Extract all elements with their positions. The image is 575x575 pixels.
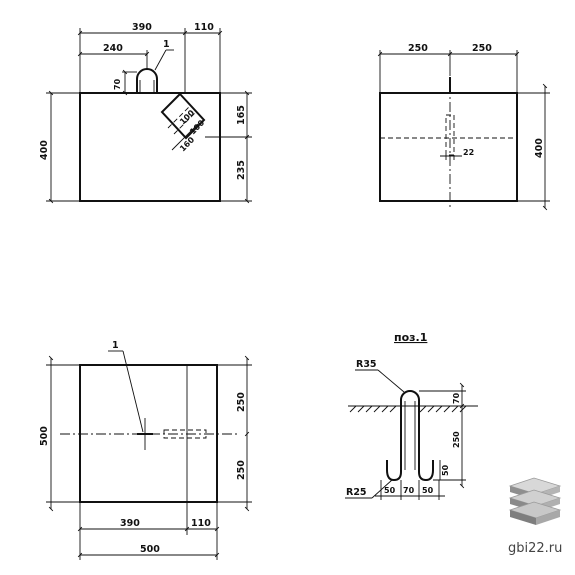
loop-bar: [400, 390, 420, 472]
view-top-right: 22 250 250 400: [377, 43, 550, 211]
block-outline: [79, 92, 221, 202]
dim-250-upper: 250: [236, 392, 247, 412]
block-outline: [379, 92, 518, 202]
hook-left: [386, 460, 402, 482]
dim-240: 240: [103, 43, 123, 54]
dim-70-loop: 70: [452, 392, 461, 404]
dim-70: 70: [113, 78, 122, 90]
view-bottom-left: 1 250 250 500 390 110 500: [39, 340, 252, 560]
dim-390: 390: [132, 22, 152, 33]
dim-160: 160: [178, 135, 196, 153]
dim-500-bottom: 500: [140, 544, 160, 555]
label-pos-1-bottom: 1: [112, 340, 119, 351]
dim-400-left: 400: [39, 140, 50, 160]
dim-390-bottom: 390: [120, 518, 140, 529]
dim-70-mid: 70: [403, 486, 415, 495]
dim-250-b: 250: [472, 43, 492, 54]
watermark-text: gbi22.ru: [508, 541, 562, 556]
dim-110: 110: [194, 22, 214, 33]
dim-250-a: 250: [408, 43, 428, 54]
dim-165: 165: [236, 105, 247, 125]
dim-250-lower: 250: [236, 460, 247, 480]
dim-50-right: 50: [422, 486, 434, 495]
dim-R25: R25: [346, 487, 367, 498]
dim-235: 235: [236, 160, 247, 180]
inclined-insert: [160, 92, 206, 140]
dim-R35: R35: [356, 359, 377, 370]
view-bottom-right-loop-detail: поз.1 R35 70 250 50: [345, 331, 478, 500]
dim-500-left: 500: [39, 426, 50, 446]
slab-plan-outline: [79, 364, 218, 503]
detail-title: поз.1: [394, 331, 427, 344]
view-top-left: 390 110 240 1 70 100 100 160 165 235 400: [39, 22, 252, 204]
dim-50-left: 50: [384, 486, 396, 495]
dim-110-bottom: 110: [191, 518, 211, 529]
label-pos-1: 1: [163, 39, 170, 50]
dim-22: 22: [463, 148, 474, 157]
dim-400-right: 400: [534, 138, 545, 158]
dim-50-hook: 50: [441, 464, 450, 476]
stacked-slabs-icon: [508, 477, 562, 525]
dim-250-loop: 250: [452, 431, 461, 448]
hook-right: [418, 460, 434, 482]
